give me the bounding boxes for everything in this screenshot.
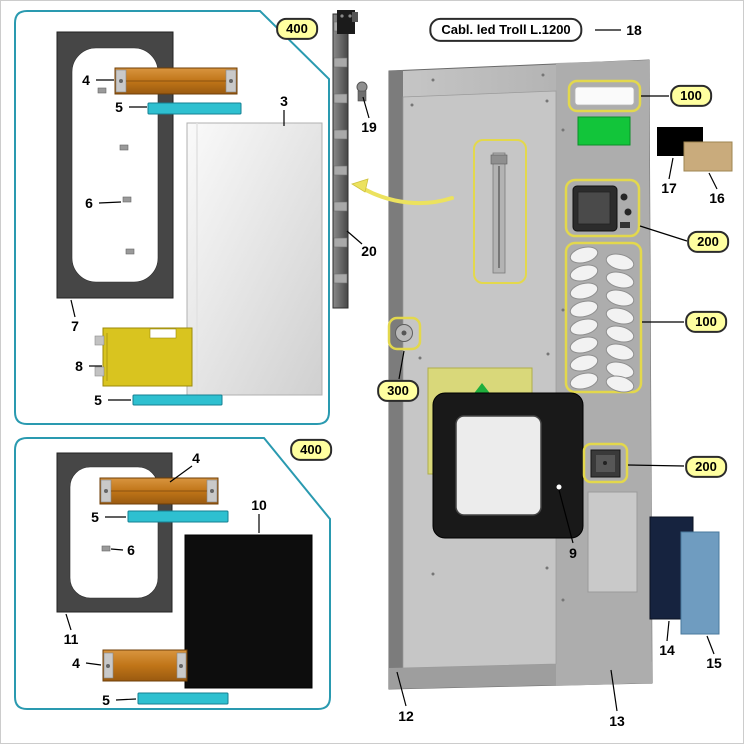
callout-14: 14 bbox=[659, 642, 675, 658]
callout-11: 11 bbox=[63, 631, 79, 647]
callout-6-b: 6 bbox=[127, 542, 135, 558]
left-upper-assembly-panel bbox=[14, 10, 330, 425]
callout-19: 19 bbox=[361, 119, 377, 135]
callout-5-a: 5 bbox=[115, 99, 123, 115]
callout-4-c: 4 bbox=[72, 655, 80, 671]
door-assembly bbox=[387, 59, 653, 690]
door-left-edge bbox=[389, 70, 403, 689]
ref-badge-100-buttons: 100 bbox=[685, 310, 727, 334]
callout-9: 9 bbox=[569, 545, 577, 561]
ref-badge-300: 300 bbox=[377, 379, 419, 403]
hinge-pin bbox=[356, 81, 368, 102]
diagram-title-badge: Cabl. led Troll L.1200 bbox=[429, 17, 583, 43]
callout-20: 20 bbox=[361, 243, 377, 259]
selection-buttons bbox=[569, 246, 635, 393]
lower-flap bbox=[587, 491, 638, 593]
small-module bbox=[582, 442, 629, 484]
selection-button-panel bbox=[564, 241, 643, 394]
callout-15: 15 bbox=[706, 655, 722, 671]
orange-heater-bar bbox=[99, 477, 219, 505]
ref-badge-200-lower: 200 bbox=[685, 455, 727, 479]
cyan-strip bbox=[132, 394, 223, 406]
ref-badge-200-display: 200 bbox=[687, 230, 729, 254]
door-lock bbox=[387, 316, 422, 351]
ref-badge-400-upper: 400 bbox=[276, 17, 318, 41]
hinge-bar bbox=[332, 10, 368, 309]
callout-5-b: 5 bbox=[94, 392, 102, 408]
callout-16: 16 bbox=[709, 190, 725, 206]
left-lower-assembly-panel bbox=[14, 437, 331, 710]
yellow-bracket-plate bbox=[94, 327, 193, 387]
ref-badge-400-lower: 400 bbox=[290, 438, 332, 462]
cyan-strip bbox=[147, 102, 242, 115]
callout-4-a: 4 bbox=[82, 72, 90, 88]
callout-17: 17 bbox=[661, 180, 677, 196]
green-module bbox=[577, 116, 631, 146]
coin-slot-column bbox=[473, 139, 527, 284]
callout-12: 12 bbox=[398, 708, 414, 724]
orange-heater-bar bbox=[114, 67, 238, 95]
callout-7: 7 bbox=[71, 318, 79, 334]
leader-lines bbox=[65, 29, 718, 712]
black-panel bbox=[184, 534, 313, 689]
orange-heater-bar bbox=[102, 649, 188, 682]
callout-18: 18 bbox=[626, 22, 642, 38]
focus-arrow bbox=[351, 178, 454, 206]
cyan-strip bbox=[137, 692, 229, 705]
callout-8: 8 bbox=[75, 358, 83, 374]
callout-10: 10 bbox=[251, 497, 267, 513]
display-module bbox=[564, 178, 641, 238]
ref-badge-100-top: 100 bbox=[670, 84, 712, 108]
callout-4-b: 4 bbox=[192, 450, 200, 466]
delivery-window bbox=[432, 392, 584, 539]
top-sign-insert bbox=[567, 79, 642, 113]
callout-5-d: 5 bbox=[102, 692, 110, 708]
cyan-strip bbox=[127, 510, 229, 523]
blue-panel-15 bbox=[680, 531, 720, 635]
callout-6-a: 6 bbox=[85, 195, 93, 211]
callout-3: 3 bbox=[280, 93, 288, 109]
callout-13: 13 bbox=[609, 713, 625, 729]
callout-5-c: 5 bbox=[91, 509, 99, 525]
tan-plate-16 bbox=[683, 141, 733, 172]
front-panel bbox=[186, 122, 323, 396]
